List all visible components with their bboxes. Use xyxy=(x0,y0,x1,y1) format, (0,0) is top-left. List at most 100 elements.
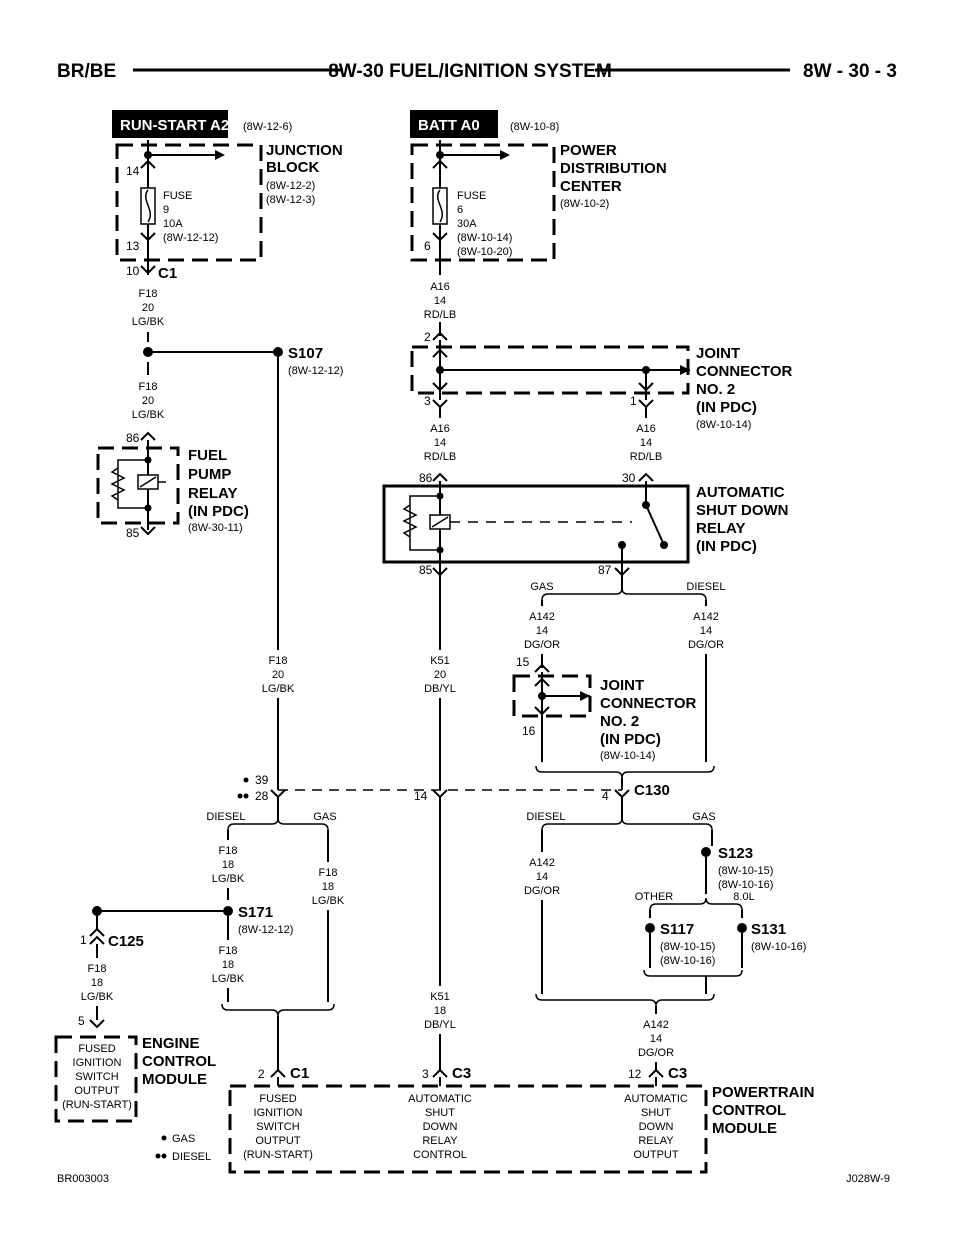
jb-pin14-symbol xyxy=(140,159,156,169)
wire-f18-18-gas-gauge: 18 xyxy=(322,881,334,893)
fuse9-l3: 10A xyxy=(163,218,183,230)
c130-pin39-symbol xyxy=(270,789,286,799)
pcm-c3b-label: C3 xyxy=(668,1065,687,1082)
wire-f18-20-c-circuit: F18 xyxy=(269,655,288,667)
pdc-outline xyxy=(410,143,556,262)
asd-pin-85: 85 xyxy=(419,563,433,577)
header-left: BR/BE xyxy=(57,61,116,82)
pcm-f3-1: AUTOMATIC xyxy=(624,1093,688,1105)
pcm-f3-4: RELAY xyxy=(638,1135,674,1147)
wire-f18-20-a-gauge: 20 xyxy=(142,302,154,314)
wire-f18-20-b-gauge: 20 xyxy=(142,395,154,407)
jc-top-title-2: CONNECTOR xyxy=(696,363,793,380)
asd-switch-arm xyxy=(645,504,665,546)
jc-top-ref: (8W-10-14) xyxy=(696,419,751,431)
asd-pin-86: 86 xyxy=(419,471,433,485)
s131-dot xyxy=(737,923,747,933)
fuse6-l2: 6 xyxy=(457,204,463,216)
f18-merge-lower xyxy=(221,1003,335,1017)
batt-box xyxy=(410,110,498,138)
jc-top-out-right xyxy=(638,399,654,409)
jc-top-pin1-symbol xyxy=(638,382,654,392)
pdc-title-1: POWER xyxy=(560,142,617,159)
ecm-func-1: FUSED xyxy=(78,1043,115,1055)
pcm-f3-5: OUTPUT xyxy=(633,1149,679,1161)
asd-pin-30: 30 xyxy=(622,471,636,485)
fpr-title-2: PUMP xyxy=(188,466,231,483)
pcm-c3a-label: C3 xyxy=(452,1065,471,1082)
c130-pin4-symbol xyxy=(614,789,630,799)
jc-top-pin-2: 2 xyxy=(424,330,431,344)
pcm-f1-1: FUSED xyxy=(259,1093,296,1105)
asd-relay-box xyxy=(382,484,690,564)
ecm-func-3: SWITCH xyxy=(75,1071,118,1083)
fpr-pin-85: 85 xyxy=(126,526,140,540)
jc-mid-pin-15: 15 xyxy=(516,655,530,669)
s123-label: S123 xyxy=(718,845,753,862)
pdc-ref: (8W-10-2) xyxy=(560,198,609,210)
asd-pin86-symbol xyxy=(432,472,448,482)
asd-switch-dot xyxy=(660,541,668,549)
wire-a16-top-circuit: A16 xyxy=(430,281,450,293)
c1-jb-label: C1 xyxy=(158,265,177,282)
wire-a142-lower-color: DG/OR xyxy=(524,885,560,897)
s131-label: S131 xyxy=(751,921,786,938)
f18-variant-gas: GAS xyxy=(313,811,336,823)
ecm-title-3: MODULE xyxy=(142,1071,207,1088)
jb-pin-13: 13 xyxy=(126,239,140,253)
c130-pin-28: 28 xyxy=(255,789,269,803)
footer-left: BR003003 xyxy=(57,1173,109,1185)
wire-a142-gas-color: DG/OR xyxy=(524,639,560,651)
asd-title-4: (IN PDC) xyxy=(696,538,757,555)
jc-top-pin-1: 1 xyxy=(630,394,637,408)
fpr-coil-path xyxy=(117,459,148,509)
pcm-f1-2: IGNITION xyxy=(254,1107,303,1119)
wire-f18-20-b-circuit: F18 xyxy=(139,381,158,393)
wire-a16-left-gauge: 14 xyxy=(434,437,446,449)
fuel-pump-relay-outline xyxy=(96,446,180,525)
wire-f18-18-gas-circuit: F18 xyxy=(319,867,338,879)
junction-block-ref-1: (8W-12-2) xyxy=(266,180,315,192)
ecm-title-1: ENGINE xyxy=(142,1035,200,1052)
jc-mid-pin15-symbol xyxy=(534,663,550,673)
junction-block-title-1: JUNCTION xyxy=(266,142,343,159)
s123-variant-8l: 8.0L xyxy=(733,891,754,903)
pcm-c3b-symbol xyxy=(648,1068,664,1078)
c130-pin14-symbol xyxy=(432,789,448,799)
pdc-pin-6: 6 xyxy=(424,239,431,253)
fuse6-l4: (8W-10-14) xyxy=(457,232,512,244)
wire-f18-20-a-circuit: F18 xyxy=(139,288,158,300)
fpr-title-1: FUEL xyxy=(188,447,227,464)
s117-dot xyxy=(645,923,655,933)
jb-pin13-symbol xyxy=(140,232,156,242)
pdc-pin6-symbol xyxy=(432,232,448,242)
wire-a16-top-gauge: 14 xyxy=(434,295,446,307)
pcm-f1-5: (RUN-START) xyxy=(243,1149,313,1161)
ecm-func-2: IGNITION xyxy=(73,1057,122,1069)
asd-resistor xyxy=(402,504,418,538)
ecm-pin5-symbol xyxy=(89,1019,105,1029)
variant-diesel-upper: DIESEL xyxy=(686,581,725,593)
jc-top-title-3: NO. 2 xyxy=(696,381,735,398)
wire-a142-bottom-color: DG/OR xyxy=(638,1047,674,1059)
asd-pin-87: 87 xyxy=(598,563,612,577)
wire-k51-18-color: DB/YL xyxy=(424,1019,456,1031)
pcm-outline xyxy=(228,1084,708,1174)
junction-block-ref-2: (8W-12-3) xyxy=(266,194,315,206)
pcm-title-1: POWERTRAIN xyxy=(712,1084,815,1101)
wire-a16-right-gauge: 14 xyxy=(640,437,652,449)
jc-mid-arrow xyxy=(580,691,590,701)
s117-s131-merge xyxy=(643,969,743,977)
fpr-title-3: RELAY xyxy=(188,485,237,502)
fuse9-l4: (8W-12-12) xyxy=(163,232,218,244)
s123-variant-other: OTHER xyxy=(635,891,674,903)
wire-f18-20-b-color: LG/BK xyxy=(132,409,165,421)
jc-top-in-symbol xyxy=(432,348,448,358)
fuse6-element xyxy=(437,189,443,223)
jc-mid-ref: (8W-10-14) xyxy=(600,750,655,762)
c130-label: C130 xyxy=(634,782,670,799)
pcm-c1-pin: 2 xyxy=(258,1067,265,1081)
s117-ref-1: (8W-10-15) xyxy=(660,941,715,953)
header-right: 8W - 30 - 3 xyxy=(803,61,897,82)
run-start-box xyxy=(112,110,228,138)
